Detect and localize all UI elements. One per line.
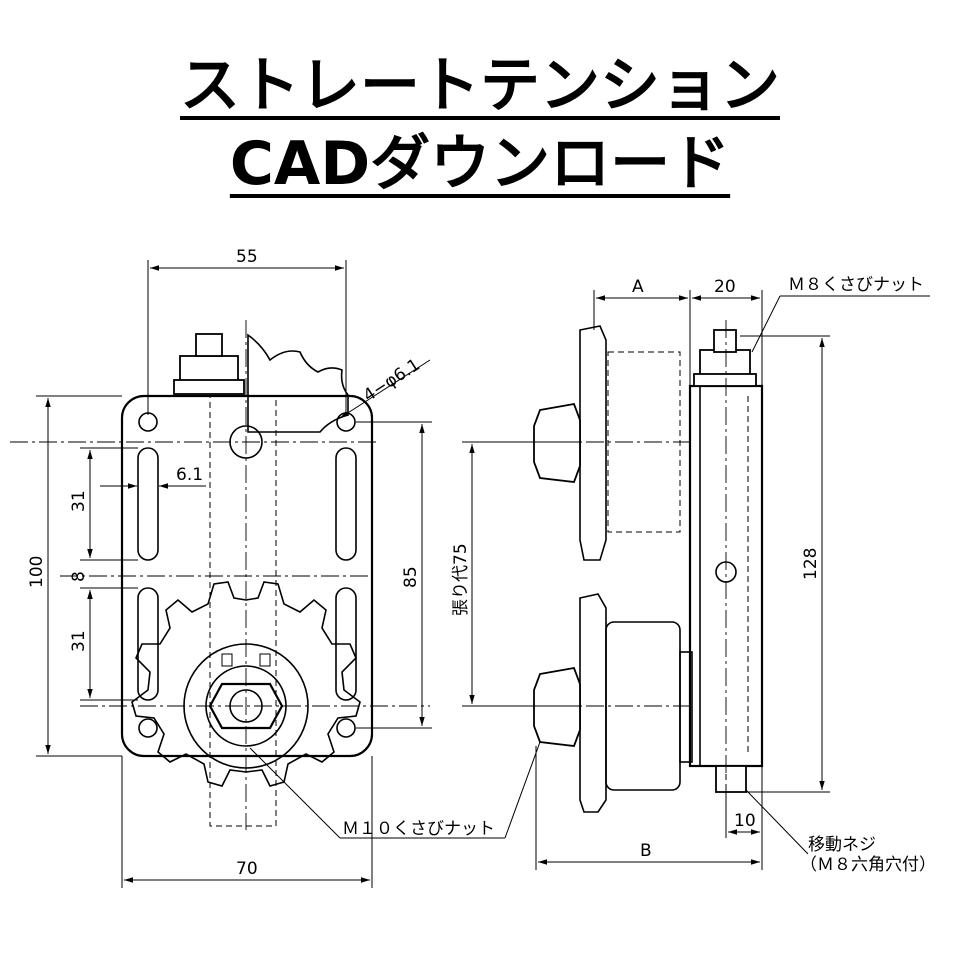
mount-hole-br (336, 718, 356, 738)
dim-width-20: 20 (714, 277, 736, 297)
top-nut-base (173, 379, 245, 395)
dim-travel: 張り代75 (451, 543, 471, 616)
page-title-line2: CADダウンロード (0, 134, 960, 194)
front-view: 55 70 100 31 8 31 6.1 85 4−φ6.1 (10, 247, 505, 888)
side-top-nut-base (693, 373, 757, 387)
side-lower-nut (533, 666, 581, 747)
dim-slot-upper: 31 (69, 490, 89, 512)
slot-right-upper (335, 447, 357, 561)
mount-hole-tl (138, 412, 158, 432)
page-title-text-1: ストレートテンション (180, 51, 780, 121)
side-top-nut (699, 349, 751, 377)
upper-sprocket-outline (247, 333, 349, 433)
dim-height-total: 100 (27, 556, 47, 588)
side-bottom-screw (715, 765, 747, 793)
dim-slot-width: 6.1 (176, 465, 203, 485)
dim-slot-gap: 8 (69, 571, 89, 582)
top-bolt (195, 333, 223, 357)
slot-left-upper (137, 447, 159, 561)
side-lower-sprocket (579, 593, 607, 813)
side-upper-sprocket (579, 325, 607, 561)
side-top-bolt (713, 329, 737, 353)
label-screw-1: 移動ネジ (808, 835, 876, 855)
top-nut (179, 355, 239, 383)
page-title-text-2: CADダウンロード (229, 129, 731, 199)
dim-height-128: 128 (801, 548, 821, 580)
dim-top-width: 55 (236, 247, 258, 267)
hub-key-right (259, 653, 271, 667)
dim-hole-pitch: 85 (401, 566, 421, 588)
dim-A: A (632, 277, 644, 297)
dim-B: B (640, 841, 652, 861)
mount-hole-bl (138, 718, 158, 738)
side-lower-hub-cap (679, 651, 693, 763)
side-view: A 20 Ｍ８くさびナット 張り代75 128 10 B 移動ネジ (451, 275, 936, 875)
label-m8-nut: Ｍ８くさびナット (788, 275, 924, 295)
guide-bar (209, 395, 277, 827)
label-m10-nut: Ｍ１０くさびナット (342, 819, 495, 839)
dim-hole-callout: 4−φ6.1 (360, 355, 424, 406)
dim-bottom-width: 70 (236, 859, 258, 879)
dim-slot-lower: 31 (69, 630, 89, 652)
dim-width-10: 10 (734, 811, 756, 831)
label-screw-2: （Ｍ８六角穴付） (800, 855, 936, 875)
hub-key-left (221, 653, 233, 667)
side-upper-nut (533, 402, 581, 483)
page-title-line1: ストレートテンション (0, 56, 960, 116)
